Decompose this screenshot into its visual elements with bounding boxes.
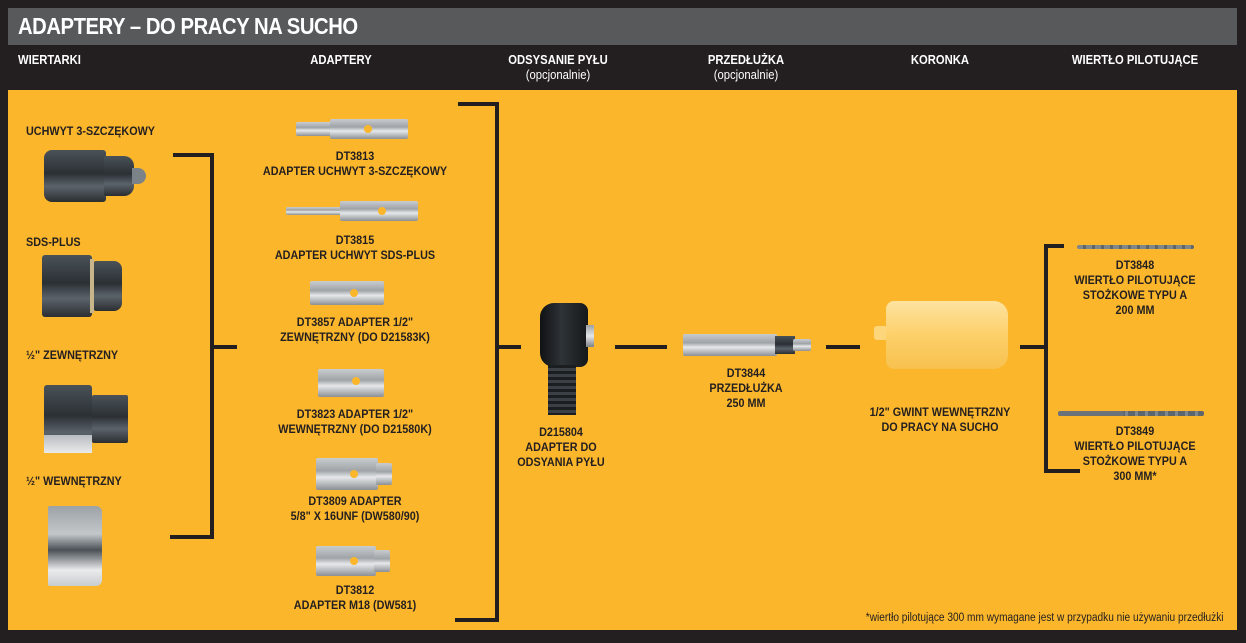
footnote: *wiertło pilotujące 300 mm wymagane jest…	[866, 612, 1224, 624]
pilot-bit-200-length: 200 MM	[1115, 303, 1155, 317]
pilot-bit-200-desc-2: STOŻKOWE TYPU A	[1082, 288, 1188, 302]
adapter-dt3813-icon	[296, 119, 408, 139]
extension-rod-icon	[683, 334, 811, 356]
column-header-adapters-label: ADAPTERY	[310, 53, 372, 67]
pilot-bit-200-desc-1: WIERTŁO PILOTUJĄCE	[1074, 273, 1196, 287]
bracket-pilot-vertical	[1044, 244, 1048, 473]
dust-adapter-label: D215804 ADAPTER DO ODSYANIA PYŁU	[503, 425, 620, 470]
adapter-dt3857-label: DT3857 ADAPTER 1/2" ZEWNĘTRZNY (DO D2158…	[252, 315, 459, 345]
column-header-core: KORONKA	[886, 53, 994, 68]
connector-adapters-dust	[495, 345, 521, 349]
adapter-dt3813-desc: ADAPTER UCHWYT 3-SZCZĘKOWY	[262, 164, 448, 178]
drill-label-sds-plus: SDS-PLUS	[26, 235, 81, 249]
adapter-dt3815-desc: ADAPTER UCHWYT SDS-PLUS	[274, 248, 436, 262]
column-header-drills: WIERTARKI	[18, 53, 81, 68]
column-header-drills-label: WIERTARKI	[18, 53, 81, 67]
adapter-dt3812-desc: ADAPTER M18 (DW581)	[293, 598, 417, 612]
pilot-bit-200-label: DT3848 WIERTŁO PILOTUJĄCE STOŻKOWE TYPU …	[1068, 258, 1203, 318]
keyless-chuck-icon	[44, 146, 150, 206]
column-header-dust: ODSYSANIE PYŁU(opcjonalnie)	[500, 53, 617, 83]
adapter-dt3813-code: DT3813	[335, 149, 375, 163]
core-bit-desc-2: DO PRACY NA SUCHO	[881, 420, 999, 434]
adapter-dt3823-icon	[318, 369, 384, 397]
column-header-adapters: ADAPTERY	[296, 53, 386, 68]
extension-code: DT3844	[726, 366, 766, 380]
adapter-dt3812-label: DT3812 ADAPTER M18 (DW581)	[252, 583, 459, 613]
bracket-adapters-top	[458, 102, 499, 106]
extension-desc: PRZEDŁUŻKA	[709, 381, 783, 395]
pilot-bit-300-length: 300 MM*	[1113, 469, 1157, 483]
drill-label-male-thread: ½" ZEWNĘTRZNY	[26, 348, 119, 362]
adapter-dt3815-label: DT3815 ADAPTER UCHWYT SDS-PLUS	[252, 233, 459, 263]
male-thread-icon	[44, 385, 128, 453]
adapter-dt3812-code: DT3812	[335, 583, 375, 597]
pilot-bit-300-label: DT3849 WIERTŁO PILOTUJĄCE STOŻKOWE TYPU …	[1068, 424, 1203, 484]
adapter-dt3813-label: DT3813 ADAPTER UCHWYT 3-SZCZĘKOWY	[252, 149, 459, 179]
column-header-dust-sub: (opcjonalnie)	[525, 68, 591, 82]
page-title: ADAPTERY – DO PRACY NA SUCHO	[18, 13, 358, 39]
connector-drills-adapters	[210, 345, 237, 349]
drill-label-keyless-chuck: UCHWYT 3-SZCZĘKOWY	[26, 124, 155, 138]
column-header-extension: PRZEDŁUŻKA(opcjonalnie)	[688, 53, 805, 83]
dust-adapter-desc-1: ADAPTER DO	[525, 440, 597, 454]
column-header-core-label: KORONKA	[910, 53, 970, 67]
bracket-drills-top	[173, 153, 214, 157]
pilot-bit-300-desc-1: WIERTŁO PILOTUJĄCE	[1074, 439, 1196, 453]
extension-label: DT3844 PRZEDŁUŻKA 250 MM	[692, 366, 800, 411]
connector-dust-extension	[615, 345, 667, 349]
column-header-extension-label: PRZEDŁUŻKA	[707, 53, 785, 67]
adapter-dt3857-desc: ZEWNĘTRZNY (DO D21583K)	[280, 330, 430, 344]
adapter-dt3823-code: DT3823 ADAPTER 1/2"	[296, 407, 414, 421]
female-thread-icon	[48, 506, 102, 586]
extension-length: 250 MM	[726, 396, 766, 410]
adapter-dt3809-code: DT3809 ADAPTER	[308, 494, 402, 508]
adapter-dt3815-code: DT3815	[335, 233, 375, 247]
connector-core-pilot	[1020, 345, 1046, 349]
connector-extension-core	[826, 345, 860, 349]
core-bit-desc-1: 1/2" GWINT WEWNĘTRZNY	[869, 405, 1011, 419]
diagram-panel	[8, 90, 1237, 630]
bracket-drills-bottom	[170, 535, 214, 539]
column-header-extension-sub: (opcjonalnie)	[713, 68, 779, 82]
adapter-dt3823-label: DT3823 ADAPTER 1/2" WEWNĘTRZNY (DO D2158…	[252, 407, 459, 437]
adapter-dt3809-icon	[316, 458, 392, 490]
pilot-bit-300-code: DT3849	[1115, 424, 1155, 438]
column-header-pilot-label: WIERTŁO PILOTUJĄCE	[1071, 53, 1199, 67]
adapter-dt3857-code: DT3857 ADAPTER 1/2"	[296, 315, 414, 329]
adapter-dt3812-icon	[316, 546, 390, 576]
dust-adapter-desc-2: ODSYANIA PYŁU	[517, 455, 605, 469]
dust-adapter-code: D215804	[539, 425, 583, 439]
adapter-dt3815-icon	[286, 201, 418, 221]
core-bit-icon	[874, 301, 1008, 371]
pilot-bit-200-code: DT3848	[1115, 258, 1155, 272]
adapter-dt3809-label: DT3809 ADAPTER 5/8" X 16UNF (DW580/90)	[252, 494, 459, 524]
pilot-bit-300-icon	[1058, 411, 1204, 416]
adapter-dt3809-desc: 5/8" X 16UNF (DW580/90)	[290, 509, 420, 523]
bracket-adapters-vertical	[495, 102, 499, 622]
column-header-pilot: WIERTŁO PILOTUJĄCE	[1059, 53, 1212, 68]
pilot-bit-200-icon	[1077, 245, 1194, 249]
title-bar	[8, 8, 1237, 45]
bracket-pilot-bottom	[1044, 469, 1080, 473]
dust-adapter-icon	[540, 303, 602, 415]
adapter-dt3857-icon	[310, 281, 384, 305]
core-bit-label: 1/2" GWINT WEWNĘTRZNY DO PRACY NA SUCHO	[859, 405, 1021, 435]
bracket-pilot-top	[1044, 244, 1064, 248]
column-header-dust-label: ODSYSANIE PYŁU	[508, 53, 608, 67]
adapter-dt3823-desc: WEWNĘTRZNY (DO D21580K)	[278, 422, 432, 436]
sds-plus-chuck-icon	[42, 255, 122, 317]
drill-label-female-thread: ½" WEWNĘTRZNY	[26, 474, 122, 488]
pilot-bit-300-desc-2: STOŻKOWE TYPU A	[1082, 454, 1188, 468]
bracket-adapters-bottom	[455, 618, 499, 622]
